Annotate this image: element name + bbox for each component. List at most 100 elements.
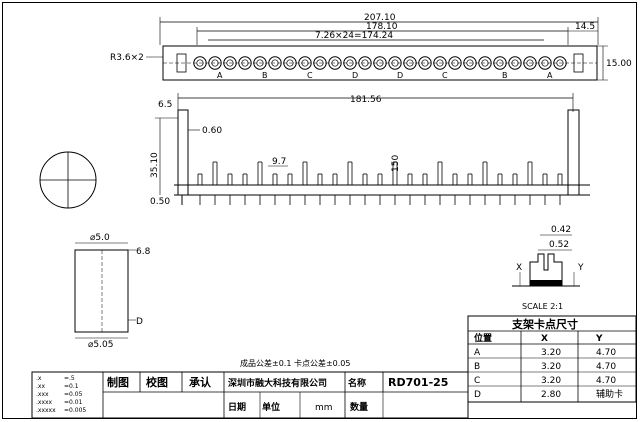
dim-overall: 207.10	[364, 13, 396, 23]
table-cell: 2.80	[541, 390, 561, 400]
table-cell: 3.20	[541, 376, 561, 386]
scale-detail: 0.42 0.52 X Y SCALE 2:1	[512, 225, 584, 311]
pin-hole	[223, 56, 237, 70]
pin-hole-inner	[196, 59, 204, 67]
pin-letter: A	[217, 71, 223, 80]
pin-hole	[463, 56, 477, 70]
label-y: Y	[577, 263, 584, 273]
label-x: X	[516, 263, 522, 273]
pin-letter: A	[547, 71, 553, 80]
pin-hole-inner	[481, 59, 489, 67]
pin-hole	[448, 56, 462, 70]
pin-hole-inner	[556, 59, 564, 67]
radius-label: R3.6×2	[110, 53, 144, 63]
tolerance-value: =0.005	[64, 407, 86, 414]
tolerance-note: 成品公差±0.1 卡点公差±0.05	[240, 358, 350, 368]
pin-hole	[418, 56, 432, 70]
pin-hole-inner	[226, 59, 234, 67]
dim-pin-b: 150	[391, 155, 401, 172]
pin-hole	[298, 56, 312, 70]
pin-hole	[253, 56, 267, 70]
pin-hole	[403, 56, 417, 70]
projection-symbol	[39, 151, 97, 209]
table-cell: 3.20	[541, 362, 561, 372]
approved-label: 承认	[189, 375, 212, 389]
dim-thickness: 0.60	[202, 126, 222, 136]
dim-side-height: 35.10	[150, 152, 160, 178]
pin-hole-inner	[376, 59, 384, 67]
name-label: 名称	[348, 377, 366, 389]
dim-height-top: 15.00	[606, 59, 632, 69]
pin-hole	[343, 56, 357, 70]
dim-pin-a: 9.7	[272, 157, 286, 167]
table-header: Y	[595, 334, 603, 344]
table-cell: C	[474, 376, 480, 386]
pin-hole	[538, 56, 552, 70]
checked-label: 校图	[146, 375, 168, 389]
tolerance-key: .xxxx	[36, 399, 53, 406]
tolerance-key: .xxx	[36, 391, 49, 398]
side-view: 6.5 181.56 0.60 35.10 0.50 9.7 150	[150, 93, 590, 207]
dim-top: 0.42	[551, 225, 571, 235]
pin-hole-inner	[391, 59, 399, 67]
pin-holes	[193, 56, 567, 70]
table-cell: 3.20	[541, 348, 561, 358]
pin-hole-inner	[241, 59, 249, 67]
pin-hole-inner	[361, 59, 369, 67]
pin-hole-inner	[271, 59, 279, 67]
title-block: .x=.5.xx=0.1.xxx=0.05.xxxx=0.01.xxxxx=0.…	[31, 371, 469, 419]
dim-right-bottom: D	[136, 317, 143, 327]
pin-hole-inner	[256, 59, 264, 67]
pin-letter: D	[397, 71, 403, 80]
pin-hole	[208, 56, 222, 70]
pin-letter: B	[262, 71, 268, 80]
pin-hole	[268, 56, 282, 70]
pin-letter: D	[352, 71, 358, 80]
pin-hole	[493, 56, 507, 70]
table-header: X	[541, 334, 548, 344]
pin-hole-inner	[526, 59, 534, 67]
pin-hole	[193, 56, 207, 70]
tolerance-key: .xx	[36, 383, 45, 390]
pin-hole	[313, 56, 327, 70]
table-title: 支架卡点尺寸	[511, 317, 578, 331]
tolerance-list: .x=.5.xx=0.1.xxx=0.05.xxxx=0.01.xxxxx=0.…	[36, 375, 86, 414]
dia-bottom: ⌀5.05	[88, 340, 113, 350]
dim-right-top: 6.8	[136, 247, 151, 257]
tolerance-value: =0.1	[64, 383, 79, 390]
scale-label: SCALE 2:1	[522, 302, 563, 311]
tolerance-key: .xxxxx	[36, 407, 56, 414]
pin-hole	[388, 56, 402, 70]
pin-hole-inner	[331, 59, 339, 67]
table-cell: D	[474, 390, 481, 400]
dim-length: 181.56	[350, 95, 382, 105]
pin-hole-inner	[541, 59, 549, 67]
pin-detail: ⌀5.0 6.8 D ⌀5.05	[74, 233, 151, 350]
date-label: 日期	[228, 401, 246, 413]
table-cell: A	[474, 348, 481, 358]
pin-hole	[478, 56, 492, 70]
tolerance-value: =0.01	[64, 399, 83, 406]
part-number: RD701-25	[388, 376, 448, 389]
pin-hole	[373, 56, 387, 70]
pin-hole-inner	[301, 59, 309, 67]
pin-hole-inner	[211, 59, 219, 67]
pin-hole	[358, 56, 372, 70]
company-name: 深圳市融大科技有限公司	[228, 377, 327, 389]
pin-hole-inner	[286, 59, 294, 67]
table-cell: 4.70	[596, 362, 616, 372]
qty-label: 数量	[350, 401, 368, 413]
pin-hole-inner	[316, 59, 324, 67]
unit-label: 单位	[262, 401, 280, 413]
pin-hole-inner	[511, 59, 519, 67]
pin-hole-inner	[496, 59, 504, 67]
pin-hole	[523, 56, 537, 70]
pin-hole	[508, 56, 522, 70]
pin-hole	[433, 56, 447, 70]
pin-hole-inner	[421, 59, 429, 67]
dim-base: 0.50	[150, 197, 170, 207]
dim-mid: 0.52	[549, 240, 569, 250]
pin-hole	[553, 56, 567, 70]
